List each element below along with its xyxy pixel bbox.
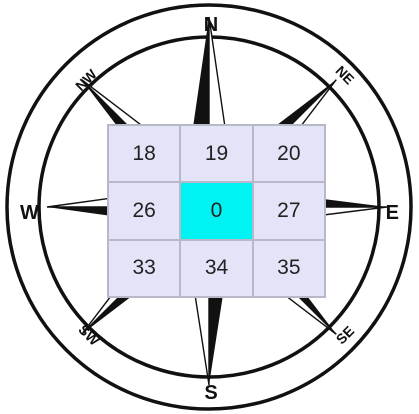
grid-cell: 27 (253, 182, 325, 239)
compass-label-e: E (386, 202, 399, 224)
grid-cell: 19 (180, 125, 252, 182)
compass-label-s: S (204, 382, 217, 404)
grid-cell-center: 0 (180, 182, 252, 239)
compass-label-n: N (204, 14, 218, 36)
grid-cell: 26 (108, 182, 180, 239)
grid-cell: 35 (253, 240, 325, 297)
number-grid: 18 19 20 26 0 27 33 34 35 (107, 124, 326, 298)
compass-label-w: W (20, 202, 39, 224)
compass-label-sw: SW (75, 321, 103, 349)
grid-cell: 20 (253, 125, 325, 182)
grid-cell: 33 (108, 240, 180, 297)
grid-cell: 34 (180, 240, 252, 297)
compass-label-nw: NW (72, 66, 100, 94)
compass-label-se: SE (333, 323, 358, 348)
grid-cell: 18 (108, 125, 180, 182)
